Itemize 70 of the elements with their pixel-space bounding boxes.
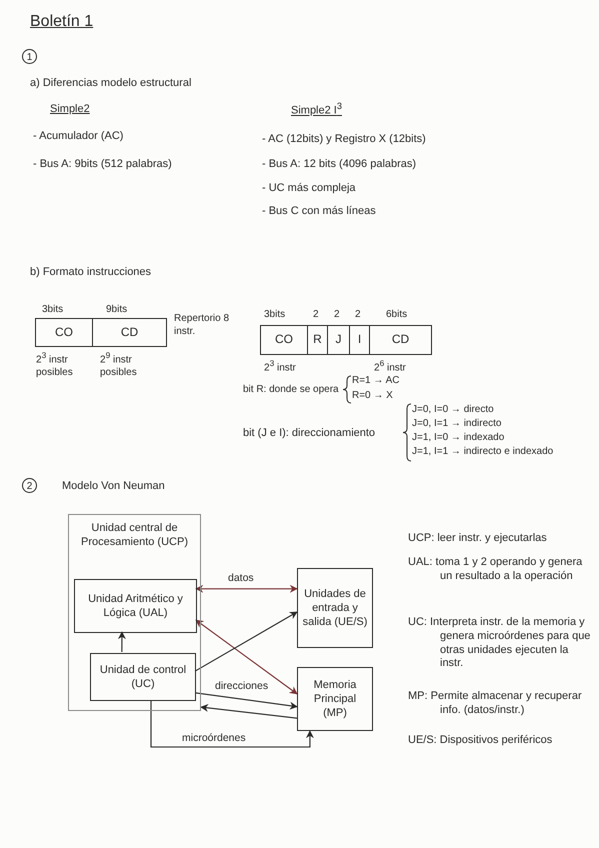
instruction-count-note: 2$^{3}$ instr posibles [36, 350, 74, 380]
instruction-field [92, 318, 167, 347]
field-label: R [313, 332, 322, 348]
unit-box [74, 579, 197, 633]
arrow [118, 631, 126, 652]
instruction-field [35, 318, 93, 347]
instruction-count-note: 2$^{3}$ instr [264, 358, 296, 375]
note: Repertorio 8 instr. [174, 313, 230, 338]
section-heading: a) Diferencias modelo estructural [30, 77, 192, 91]
arrow [194, 612, 298, 672]
unit-name: Unidad central de Procesamiento (UCP) [80, 521, 189, 550]
instruction-field [260, 325, 308, 355]
field-width-label: 9bits [106, 304, 128, 316]
arrow [200, 704, 298, 719]
list-item: - Bus C con más líneas [262, 205, 376, 219]
note: MP: Permite almacenar y recuperar info. (datos/instr.) [408, 690, 583, 718]
unit-name: Unidades de entrada y salida (UE/S) [302, 586, 368, 630]
field-label: I [358, 332, 362, 348]
case-line: J=0, I=1 → indirecto [412, 418, 502, 430]
unit-name: Unidad Aritmético y Lógica (UAL) [87, 592, 184, 620]
column-heading: Simple2 [50, 103, 90, 117]
note: UC: Interpreta instr. de la memoria y genera microórdenes para que otras unidades ejecuten la instr. [408, 616, 592, 671]
case-line: J=0, I=0 → directo [412, 404, 494, 416]
unit-box [90, 653, 196, 701]
page-title: Boletín 1 [30, 12, 94, 32]
field-label: CO [55, 324, 73, 340]
double-arrow [195, 584, 298, 593]
field-width-label: 2 [313, 309, 319, 322]
instruction-count-note: 2$^{6}$ instr [374, 358, 406, 375]
field-width-label: 6bits [386, 309, 408, 322]
note: UAL: toma 1 y 2 operando y genera un resultado a la operación [408, 556, 584, 584]
instruction-count-note: 2$^{9}$ instr posibles [100, 350, 138, 380]
instruction-field [327, 325, 350, 355]
double-arrow [195, 620, 298, 694]
field-width-label: 2 [355, 309, 361, 322]
field-width-label: 3bits [42, 304, 64, 316]
list-item: - UC más compleja [262, 182, 356, 196]
unit-name: Unidad de control (UC) [98, 662, 188, 692]
unit-name: Memoria Principal (MP) [312, 678, 358, 720]
instruction-field [349, 325, 370, 355]
column-heading: Simple2 I$^{3}$ [291, 101, 342, 118]
note: bit R: donde se opera [243, 384, 339, 396]
section-heading: b) Formato instrucciones [30, 266, 152, 280]
case-line: J=1, I=0 → indexado [412, 432, 504, 444]
section-number: 1 [22, 49, 37, 64]
note: UCP: leer instr. y ejecutarlas [408, 532, 548, 546]
field-label: CD [392, 332, 410, 348]
field-label: CD [120, 324, 138, 340]
instruction-field [369, 325, 432, 355]
field-label: J [336, 332, 342, 348]
unit-box [297, 667, 373, 731]
case-line: R=0 → X [352, 390, 393, 402]
unit-box [297, 568, 373, 648]
case-line: J=1, I=1 → indirecto e indexado [412, 446, 554, 458]
section-heading: Modelo Von Neuman [62, 480, 165, 494]
list-item: - Bus A: 9bits (512 palabras) [33, 158, 172, 172]
list-item: - Bus A: 12 bits (4096 palabras) [262, 158, 416, 172]
list-item: - AC (12bits) y Registro X (12bits) [262, 133, 426, 147]
field-label: CO [275, 332, 293, 348]
field-width-label: 3bits [264, 309, 286, 322]
list-item: - Acumulador (AC) [33, 130, 124, 144]
cpu-container [68, 514, 201, 711]
case-line: R=1 → AC [352, 375, 400, 388]
note: UE/S: Dispositivos periféricos [408, 734, 554, 748]
arrow [194, 692, 298, 710]
instruction-field [307, 325, 328, 355]
note: bit (J e I): direccionamiento [243, 427, 376, 441]
field-width-label: 2 [334, 309, 340, 322]
section-number: 2 [22, 478, 37, 493]
arrow [150, 700, 314, 748]
